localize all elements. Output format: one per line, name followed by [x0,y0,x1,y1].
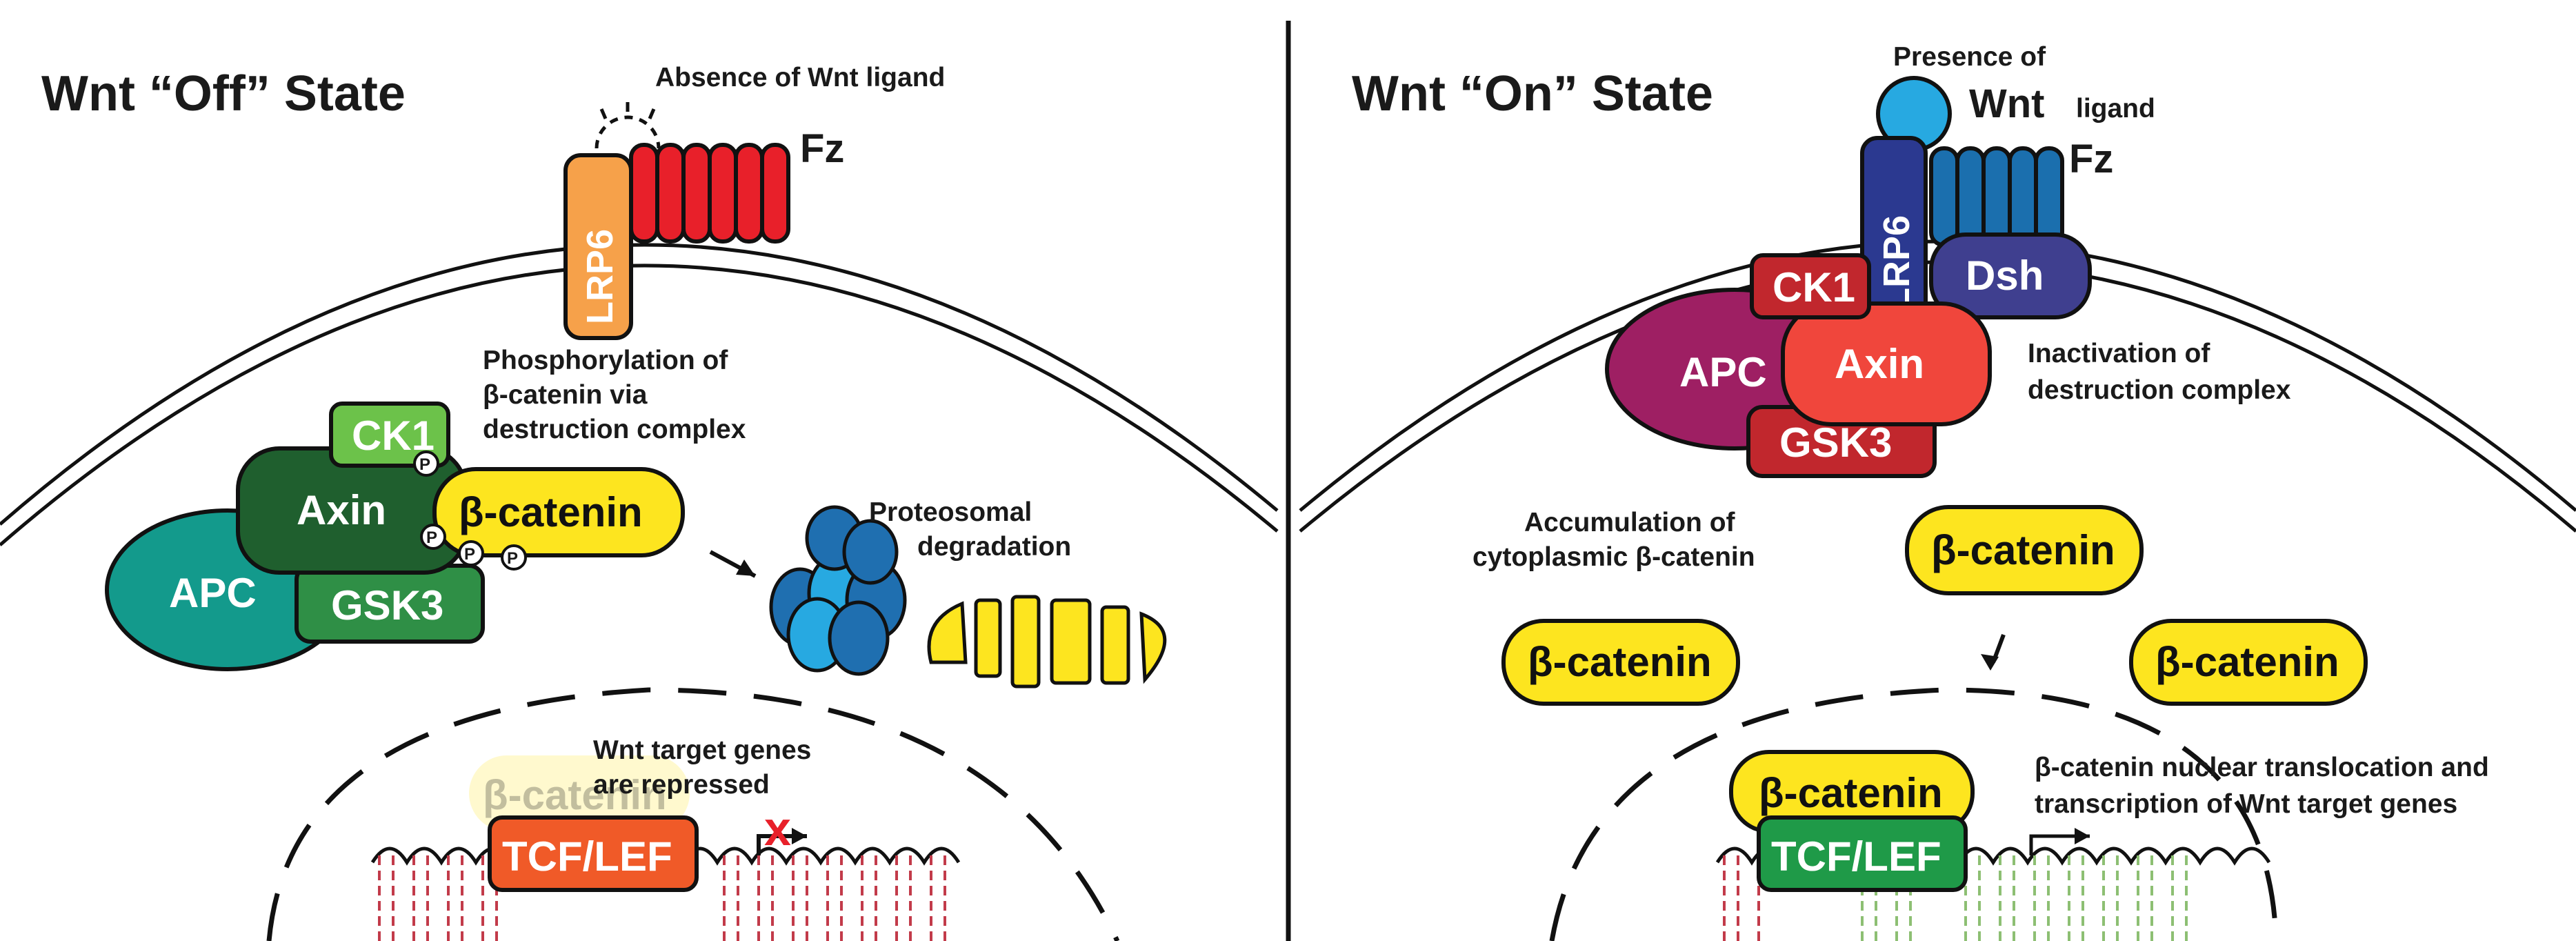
block-mark: x [764,802,791,855]
dsh [1929,232,2092,319]
bcatenin-label-off: β-catenin [459,489,643,535]
phospho-marks: P P P P [413,450,527,571]
phospho-mark-2: P [426,528,437,547]
ck1-label-off: CK1 [352,413,435,459]
cell-membrane-off [0,243,1279,526]
proteasome-caption-1: Proteosomal [869,497,1032,527]
phospho-caption-3: destruction complex [483,415,746,444]
ck1-on [1750,253,1871,319]
lrp6-label-on: LRP6 [1876,215,1917,310]
phospho-mark-3: P [464,545,475,564]
proteasome [769,505,907,676]
phospho-mark-1: P [419,455,430,474]
apc-label-off: APC [169,570,257,616]
axin-label-on: Axin [1835,341,1924,387]
fz-receptor-on [1929,146,2064,247]
ghost-bcatenin [469,755,690,831]
phospho-mark-4: P [507,549,518,568]
tcf-lef-label-on: TCF/LEF [1771,833,1941,880]
bcatenin-cyto-2 [1501,619,1740,706]
ck1-label-on: CK1 [1773,264,1855,310]
accumulation-caption-2: cytoplasmic β-catenin [1472,542,1755,572]
absent-ligand-caption: Absence of Wnt ligand [655,63,945,92]
panel-title-off: Wnt “Off” State [41,66,406,121]
phospho-caption-1: Phosphorylation of [483,346,728,375]
lrp6-label-off: LRP6 [579,229,621,324]
nucleus-caption-off-2: are repressed [593,770,770,800]
ligand-caption-small: Presence of [1893,42,2046,72]
bcatenin-cyto-1-label: β-catenin [1931,527,2115,573]
panel-on: Wnt “On” State Presence of Wnt ligand Fz… [1299,42,2576,941]
fz-receptor-off [629,143,790,244]
axin-label-off: Axin [297,487,386,533]
tcf-lef-label-off: TCF/LEF [502,833,672,880]
absent-ligand [595,102,661,149]
ligand-caption-big: Wnt [1969,81,2045,126]
destruction-complex-off: APC GSK3 Axin CK1 β-catenin P P P P [105,402,685,671]
active-transcription-arrow [2029,834,2090,855]
nucleus-caption-on-2: transcription of Wnt target genes [2035,789,2457,819]
dsh-label: Dsh [1966,252,2044,299]
gsk3-label-off: GSK3 [331,582,443,628]
bcatenin-off [432,467,685,557]
bcatenin-nuclear-label: β-catenin [1759,770,1943,816]
bcatenin-cyto-3 [2129,619,2368,706]
cell-membrane-off-inner [0,264,1279,546]
blocked-transcription-arrow [757,834,807,855]
axin-on [1781,301,1992,426]
nucleus-envelope-off [266,687,1120,941]
destruction-complex-on: APC GSK3 Axin CK1 [1605,253,1992,478]
accumulation-caption-1: Accumulation of [1524,508,1736,537]
bcatenin-cyto-3-label: β-catenin [2155,639,2339,685]
nucleus-caption-on-1: β-catenin nuclear translocation and [2035,753,2489,782]
phospho-caption-2: β-catenin via [483,380,648,410]
fz-label-off: Fz [800,126,844,171]
apc-label-on: APC [1679,349,1767,395]
ghost-bcatenin-label: β-catenin [483,772,667,818]
ck1-off [329,402,450,468]
tcf-lef-off [488,815,699,892]
gsk3-label-on: GSK3 [1779,419,1892,466]
nucleus-envelope-on [1549,687,2279,941]
nucleus-caption-off-1: Wnt target genes [593,735,811,765]
panel-title-on: Wnt “On” State [1352,66,1713,121]
ligand-caption-tail: ligand [2076,94,2155,123]
inactivation-caption-1: Inactivation of [2028,339,2210,368]
proteasome-caption-2: degradation [917,532,1071,562]
inactivation-caption-2: destruction complex [2028,375,2291,405]
fz-label-on: Fz [2069,137,2113,181]
degraded-bcatenin-fragments [927,595,1167,689]
bcatenin-cyto-2-label: β-catenin [1528,639,1712,685]
bcatenin-cyto-1 [1905,505,2144,595]
panel-off: Wnt “Off” State Absence of Wnt ligand Fz… [0,63,1279,941]
tcf-lef-on [1757,815,1968,892]
lrp6-off: LRP6 [563,153,633,340]
